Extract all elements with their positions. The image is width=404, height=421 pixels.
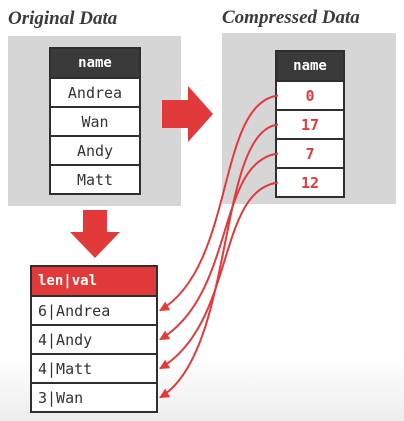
compressed-data-table: name 0 17 7 12 — [275, 50, 345, 198]
compressed-cell: 17 — [275, 109, 345, 140]
original-cell: Andrea — [49, 77, 141, 108]
compressed-cell: 0 — [275, 80, 345, 111]
dictionary-cell: 6|Andrea — [30, 295, 158, 326]
compressed-data-heading: Compressed Data — [222, 7, 360, 28]
compressed-cell: 7 — [275, 138, 345, 169]
dictionary-table: len|val 6|Andrea 4|Andy 4|Matt 3|Wan — [30, 265, 158, 413]
dictionary-cell: 3|Wan — [30, 382, 158, 413]
original-data-heading: Original Data — [8, 8, 118, 29]
compressed-cell: 12 — [275, 167, 345, 198]
dictionary-column-header: len|val — [30, 265, 158, 297]
original-cell: Andy — [49, 135, 141, 166]
dictionary-arrow-down — [70, 210, 120, 258]
compressed-column-header: name — [275, 50, 345, 82]
original-cell: Matt — [49, 164, 141, 195]
dictionary-cell: 4|Matt — [30, 353, 158, 384]
original-cell: Wan — [49, 106, 141, 137]
original-data-table: name Andrea Wan Andy Matt — [49, 47, 141, 195]
original-column-header: name — [49, 47, 141, 79]
dictionary-cell: 4|Andy — [30, 324, 158, 355]
pointer-curve — [159, 181, 279, 370]
